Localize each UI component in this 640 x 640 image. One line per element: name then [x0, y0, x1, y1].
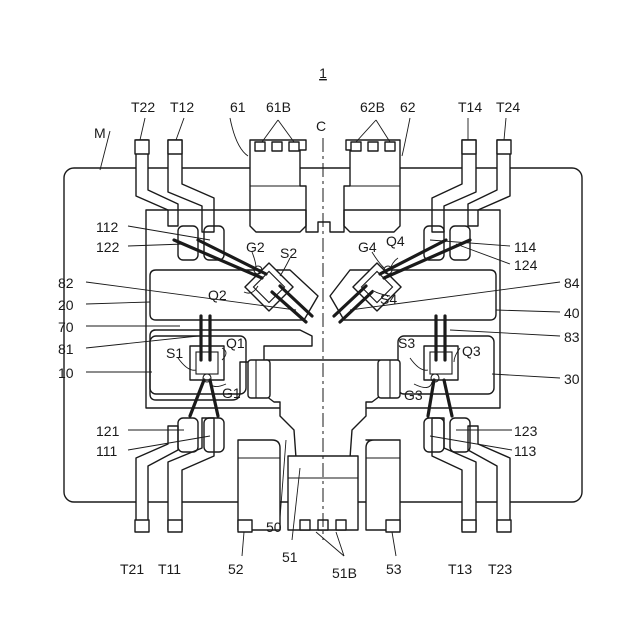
label-123: 123: [514, 423, 538, 439]
label-Q2: Q2: [208, 287, 227, 303]
busbar-61: [250, 140, 306, 232]
label-124: 124: [514, 257, 538, 273]
chip-Q1: [190, 316, 224, 416]
label-114: 114: [514, 239, 537, 255]
label-T14: T14: [458, 99, 482, 115]
label-81: 81: [58, 341, 74, 357]
label-61B: 61B: [266, 99, 291, 115]
label-Q3: Q3: [462, 343, 481, 359]
label-52: 52: [228, 561, 244, 577]
label-112: 112: [96, 219, 119, 235]
conductor-20: [150, 270, 318, 320]
label-50: 50: [266, 519, 282, 535]
label-20: 20: [58, 297, 74, 313]
label-121: 121: [96, 423, 120, 439]
label-T13: T13: [448, 561, 472, 577]
bar-121: [178, 418, 198, 452]
label-G3: G3: [404, 387, 423, 403]
label-G2: G2: [246, 239, 265, 255]
label-G1: G1: [222, 385, 241, 401]
label-T11: T11: [158, 561, 181, 577]
label-S4: S4: [380, 291, 397, 307]
label-83: 83: [564, 329, 580, 345]
label-40: 40: [564, 305, 580, 321]
label-Q1: Q1: [226, 335, 245, 351]
label-113: 113: [514, 443, 537, 459]
label-53: 53: [386, 561, 402, 577]
busbar-62: [344, 140, 400, 232]
label-51B: 51B: [332, 565, 357, 581]
label-30: 30: [564, 371, 580, 387]
label-T22: T22: [131, 99, 155, 115]
busbar-52: [238, 440, 280, 530]
busbar-53: [366, 440, 400, 530]
figure-number: 1: [319, 65, 327, 81]
label-61: 61: [230, 99, 246, 115]
label-G4: G4: [358, 239, 377, 255]
label-S3: S3: [398, 335, 415, 351]
label-M: M: [94, 125, 106, 141]
label-T12: T12: [170, 99, 194, 115]
label-84: 84: [564, 275, 580, 291]
label-51: 51: [282, 549, 298, 565]
label-62B: 62B: [360, 99, 385, 115]
label-82: 82: [58, 275, 74, 291]
label-T21: T21: [120, 561, 144, 577]
label-T24: T24: [496, 99, 520, 115]
label-10: 10: [58, 365, 74, 381]
label-62: 62: [400, 99, 416, 115]
label-S1: S1: [166, 345, 183, 361]
label-T23: T23: [488, 561, 512, 577]
bar-123: [450, 418, 470, 452]
label-Q4: Q4: [386, 233, 405, 249]
label-70: 70: [58, 319, 74, 335]
label-C: C: [316, 118, 326, 134]
chip-Q3: [424, 316, 458, 416]
label-122: 122: [96, 239, 120, 255]
label-111: 111: [96, 443, 117, 459]
label-S2: S2: [280, 245, 297, 261]
